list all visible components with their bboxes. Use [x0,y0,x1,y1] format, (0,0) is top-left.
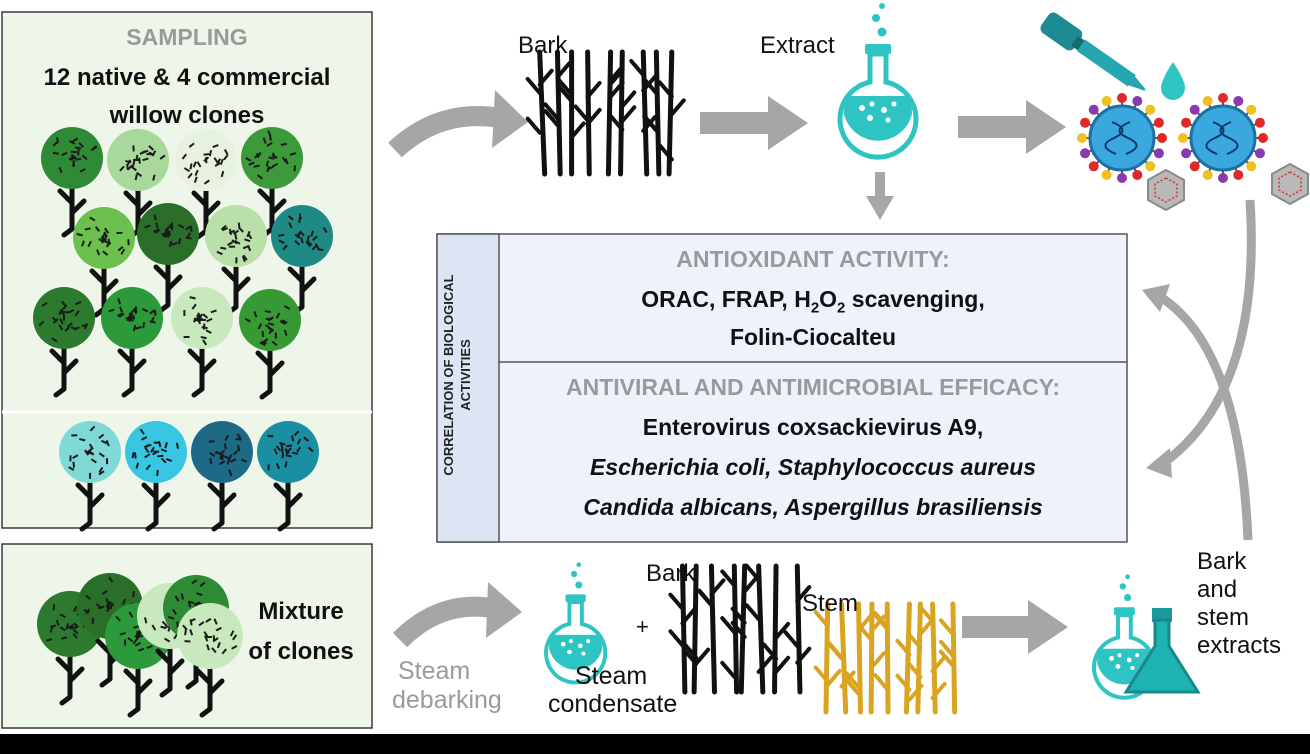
bacteria-icon [1147,168,1185,212]
correlation-line1: CORRELATION OF BIOLOGICAL [441,274,456,476]
correlation-label: CORRELATION OF BIOLOGICAL ACTIVITIES [440,238,474,512]
erlenmeyer-icon [1123,608,1201,694]
tree-grid [33,127,333,532]
tree-icon [171,287,233,398]
bark-twigs-icon [668,563,812,695]
tree-icon [239,289,301,400]
sampling-line1: 12 native & 4 commercial [43,64,331,91]
bark-stem-extracts-line4: extracts [1197,632,1282,659]
tree-icon [73,207,135,318]
extract-label: Extract [760,32,835,59]
antiviral-title: ANTIVIRAL AND ANTIMICROBIAL EFFICACY: [565,374,1061,400]
antioxidant-line1-c: scavenging, [845,286,985,312]
tree-icon [241,127,303,238]
curved-arrow-top [388,90,528,158]
arrow-icon [962,600,1068,654]
antioxidant-line1-a: ORAC, FRAP, H [641,286,811,312]
antioxidant-title: ANTIOXIDANT ACTIVITY: [676,246,950,272]
tree-icon [107,129,169,240]
bark-stem-extracts-line1: Bark [1197,548,1247,575]
bottom-black-bar [0,734,1310,754]
correlation-line2: ACTIVITIES [458,339,473,411]
correlation-box [436,233,1128,543]
mixture-line2: of clones [248,638,354,665]
antioxidant-line1: ORAC, FRAP, H2O2 scavenging, [499,286,1127,317]
antioxidant-line1-sub2: 2 [837,299,846,317]
tree-icon [177,603,243,718]
antioxidant-line2: Folin-Ciocalteu [729,324,897,350]
tree-icon [271,205,333,316]
tree-icon [191,421,253,532]
tree-icon [205,205,267,316]
bacteria-icon [1271,162,1309,206]
curved-arrow-bottom [392,582,522,648]
arrow-icon [866,172,894,220]
pipette-icon [1040,12,1146,91]
antioxidant-line1-b: O [819,286,838,312]
flask-icon [837,3,919,160]
antioxidant-line1-sub: 2 [810,299,820,317]
bark-stem-extracts-line2: and [1197,576,1238,603]
droplet-icon [1161,62,1185,100]
sampling-title: SAMPLING [126,24,248,50]
tree-icon [175,129,237,240]
tree-cluster [37,573,243,718]
tree-icon [41,127,103,238]
tree-icon [137,203,199,314]
sampling-line2: willow clones [109,102,265,129]
bark-stem-extracts-line3: stem [1197,604,1250,631]
bark-top-label: Bark [518,32,568,59]
virus-icon [1077,93,1167,183]
steam-debarking-line2: debarking [392,686,502,714]
stem-twigs-icon [813,601,958,715]
bark-twigs-icon [525,49,686,177]
steam-condensate-line1: Steam [575,662,648,690]
antiviral-line1: Enterovirus coxsackievirus A9, [642,414,984,440]
antiviral-line2: Escherichia coli, Staphylococcus aureus [589,454,1037,480]
curved-arrow-cross [1142,199,1256,541]
steam-condensate-line2: condensate [548,690,678,718]
arrow-icon [958,100,1066,154]
tree-icon [125,421,187,532]
steam-debarking-line1: Steam [398,657,471,685]
tree-icon [59,421,121,532]
antiviral-line3: Candida albicans, Aspergillus brasiliens… [583,494,1043,520]
mixture-line1: Mixture [258,598,344,625]
tree-icon [101,287,163,398]
virus-icon [1178,93,1268,183]
stem-label: Stem [802,590,859,617]
plus-label: + [636,614,649,639]
arrow-icon [700,96,808,150]
tree-icon [257,421,319,532]
correlation-side-strip [436,233,500,543]
tree-icon [33,287,95,398]
bark-bottom-label: Bark [646,560,696,587]
flask-icon [544,562,608,685]
